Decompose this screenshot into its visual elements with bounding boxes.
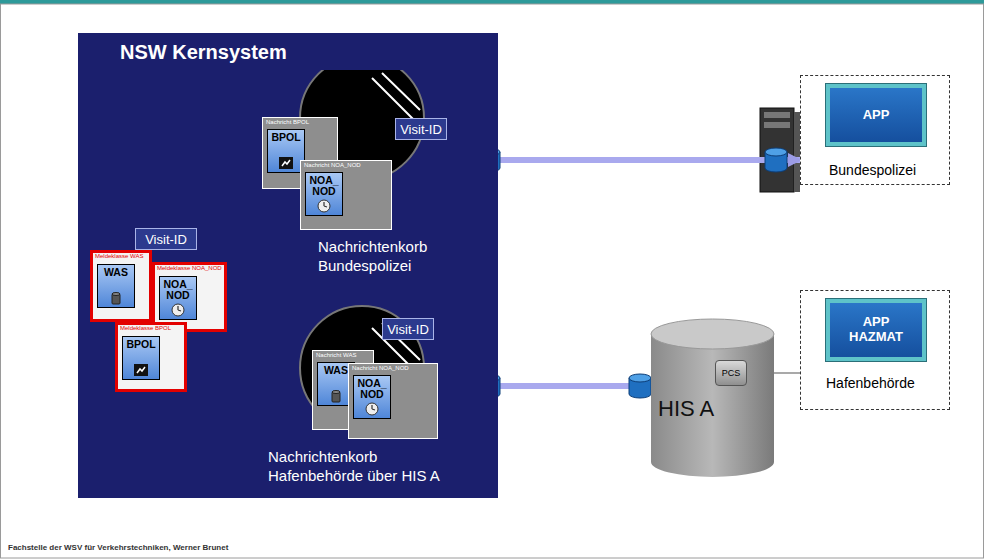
tag-text: Visit-ID <box>400 122 442 137</box>
database-name: HIS A <box>658 396 714 422</box>
message-card: Nachricht NOA_NOD NOA_ NOD <box>348 363 438 439</box>
top-bar <box>0 0 984 4</box>
message-basket: Nachrichtenkorb Hafenbehörde über HIS A V… <box>262 305 472 498</box>
authority-name: Bundespolizei <box>829 162 916 178</box>
message-icon <box>278 156 294 170</box>
message-card: Nachricht NOA_NOD NOA_ NOD <box>300 160 392 230</box>
connector <box>468 157 800 163</box>
card-header: Meldeklasse BPOL <box>120 325 171 331</box>
message-type: WAS <box>98 265 134 278</box>
message-icon <box>108 291 124 305</box>
message-type-box: NOA_ NOD <box>353 375 391 419</box>
basket-caption: Nachrichtenkorb Bundespolizei <box>318 238 448 276</box>
report-class-card: Meldeklasse WAS WAS <box>90 250 152 322</box>
page-frame <box>1 4 984 558</box>
tag-text: Visit-ID <box>387 322 429 337</box>
pcs-box: PCS <box>715 360 747 386</box>
authority-box: Bundespolizei APP <box>800 75 950 185</box>
card-header: Nachricht BPOL <box>266 119 309 125</box>
message-icon <box>328 389 344 403</box>
message-type-box: NOA_ NOD <box>305 172 343 216</box>
message-icon <box>170 303 186 317</box>
message-type: NOA_ NOD <box>354 376 390 400</box>
tag-text: Visit-ID <box>145 232 187 247</box>
report-class-card: Meldeklasse BPOL BPOL <box>115 322 187 392</box>
database-cylinder: HIS A PCS <box>650 318 775 478</box>
card-header: Meldeklasse NOA_NOD <box>157 265 222 271</box>
app-name: APP HAZMAT <box>849 315 903 345</box>
authority-box: Hafenbehörde APP HAZMAT <box>800 290 950 410</box>
message-basket: Nachrichtenkorb Bundespolizei Nachricht B… <box>258 70 468 285</box>
message-type: NOA_ NOD <box>160 277 196 301</box>
card-header: Nachricht NOA_NOD <box>352 365 409 371</box>
card-header: Nachricht NOA_NOD <box>304 162 361 168</box>
message-type-box: NOA_ NOD <box>159 276 197 320</box>
panel-title: NSW Kernsystem <box>120 41 287 64</box>
queue-cylinder <box>765 148 787 172</box>
system-panel: NSW KernsystemVisit-IDMeldeklasse WASWAS… <box>78 33 498 498</box>
card-header: Nachricht WAS <box>316 352 356 358</box>
visit-id-tag: Visit-ID <box>382 318 434 340</box>
message-type: BPOL <box>123 337 159 350</box>
authority-name: Hafenbehörde <box>826 375 915 391</box>
visit-id-tag: Visit-ID <box>395 118 447 140</box>
message-icon <box>316 199 332 213</box>
app-name: APP <box>863 108 890 123</box>
message-icon <box>133 363 149 377</box>
basket-caption: Nachrichtenkorb Hafenbehörde über HIS A <box>268 448 468 486</box>
message-icon <box>364 402 380 416</box>
app-screen: APP <box>826 84 926 146</box>
message-type-box: BPOL <box>122 336 160 380</box>
message-type: NOA_ NOD <box>306 173 342 197</box>
queue-cylinder <box>629 374 651 398</box>
visit-id-tag: Visit-ID <box>135 228 197 250</box>
tag-text: PCS <box>722 368 741 378</box>
message-type-box: WAS <box>97 264 135 308</box>
card-header: Meldeklasse WAS <box>95 253 143 259</box>
footer-note: Fachstelle der WSV für Verkehrstechniken… <box>8 543 228 552</box>
message-type: BPOL <box>268 130 304 143</box>
app-screen: APP HAZMAT <box>826 299 926 361</box>
server-icon <box>760 108 800 192</box>
